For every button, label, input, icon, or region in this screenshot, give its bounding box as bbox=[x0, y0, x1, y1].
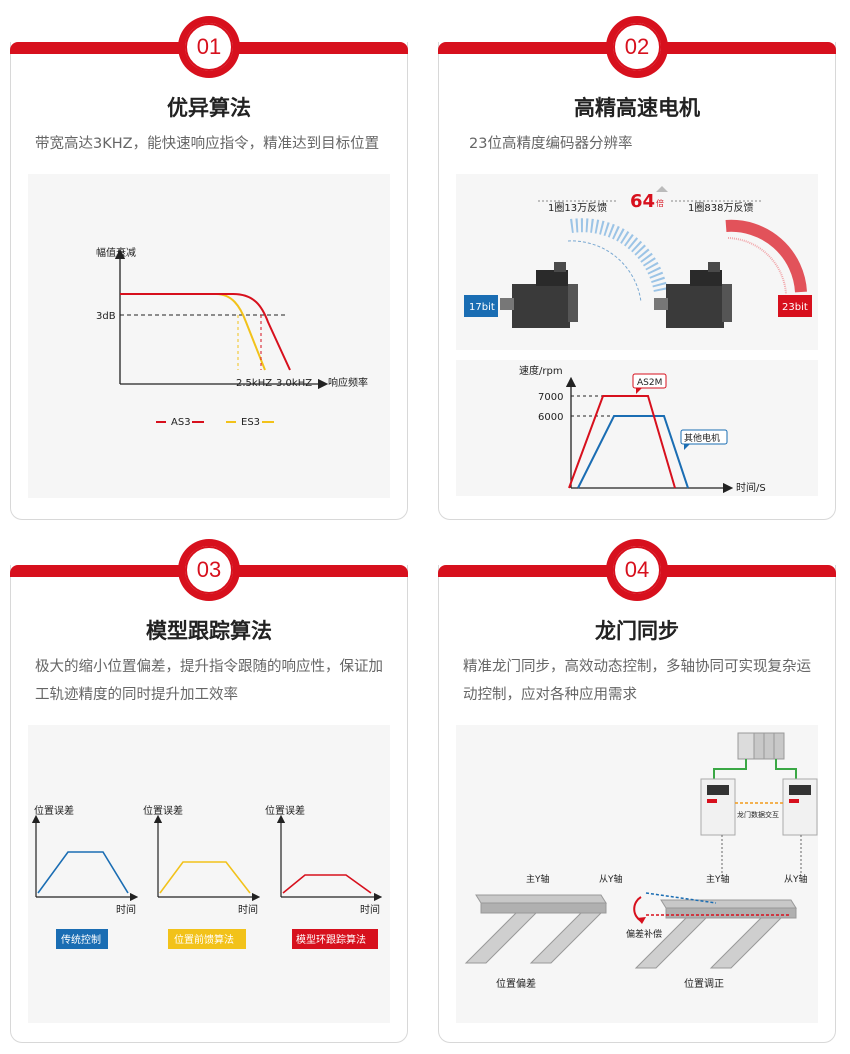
deviation-line-blue bbox=[645, 892, 717, 904]
multiplier-unit: 倍 bbox=[656, 198, 664, 208]
speed-chart: 速度/rpm 时间/S 7000 6000 AS2M 其他电机 bbox=[519, 364, 766, 494]
tracking-charts: 位置误差 时间 传统控制 位置误差 时间 位置前馈算法 位置误差 时间 模型环跟… bbox=[31, 804, 383, 949]
card-title: 高精高速电机 bbox=[574, 96, 700, 120]
gantry-panel: 龙门数据交互 主Y轴 从Y轴 主Y轴 从Y轴 bbox=[456, 725, 818, 1023]
network-cable-left bbox=[713, 759, 747, 779]
tick-2-5k: 2.5kHZ bbox=[236, 378, 272, 389]
legend-as3-label: AS3 bbox=[171, 417, 191, 428]
card-description: 极大的缩小位置偏差，提升指令跟随的响应性，保证加工轨迹精度的同时提升加工效率 bbox=[35, 659, 383, 703]
caption-feedforward: 位置前馈算法 bbox=[174, 933, 234, 946]
23bit-label: 23bit bbox=[782, 302, 808, 313]
chart-a-ylabel: 位置误差 bbox=[34, 804, 74, 817]
multiplier-value: 64 bbox=[630, 191, 655, 212]
card-title: 模型跟踪算法 bbox=[146, 619, 272, 643]
as2m-callout bbox=[632, 373, 667, 389]
card-description: 精准龙门同步，高效动态控制，多轴协同可实现复杂运动控制，应对各种应用需求 bbox=[463, 659, 811, 703]
feature-card-1: 01 优异算法 带宽高达3KHZ，能快速响应指令，精准达到目标位置 幅值衰减 响… bbox=[10, 16, 408, 520]
compensation-label: 偏差补偿 bbox=[626, 928, 662, 940]
y-axis-label: 幅值衰减 bbox=[96, 246, 136, 259]
number-badge: 02 bbox=[606, 16, 668, 78]
card-title: 龙门同步 bbox=[595, 619, 679, 643]
chart-b-curve bbox=[159, 861, 251, 894]
servo-motor-left-icon bbox=[500, 262, 578, 328]
chart-a-xlabel: 时间 bbox=[116, 903, 136, 916]
number-badge: 04 bbox=[606, 539, 668, 601]
chart-b-ylabel: 位置误差 bbox=[143, 804, 183, 817]
chart-b-xlabel: 时间 bbox=[238, 903, 258, 916]
up-arrow-icon bbox=[656, 186, 668, 192]
23bit-badge bbox=[778, 295, 812, 317]
chart-c-xlabel: 时间 bbox=[360, 903, 380, 916]
as2m-curve bbox=[568, 395, 676, 489]
chart-a-curve bbox=[37, 851, 129, 894]
tick-6000: 6000 bbox=[538, 412, 563, 423]
network-cable-right bbox=[775, 759, 797, 779]
tracking-chart-panel: 位置误差 时间 传统控制 位置误差 时间 位置前馈算法 位置误差 时间 模型环跟… bbox=[28, 725, 390, 1023]
bandwidth-chart-panel: 幅值衰减 响应频率 3dB 2.5kHZ 3.0kHZ AS3 ES3 bbox=[28, 174, 390, 498]
servo-motor-right-icon bbox=[654, 262, 732, 328]
number-badge: 03 bbox=[178, 539, 240, 601]
controller-icon bbox=[737, 732, 785, 760]
es3-curve bbox=[120, 293, 266, 371]
as2m-label: AS2M bbox=[637, 378, 662, 388]
red-encoder-arc-inner bbox=[727, 237, 787, 295]
other-motor-label: 其他电机 bbox=[684, 432, 720, 444]
compensation-arrow-icon bbox=[633, 896, 642, 922]
caption-model: 模型环跟踪算法 bbox=[296, 933, 366, 946]
other-motor-curve bbox=[577, 415, 689, 489]
servo-drive-slave-icon bbox=[782, 778, 818, 836]
17bit-badge bbox=[464, 295, 498, 317]
gantry-illustration: 龙门数据交互 主Y轴 从Y轴 主Y轴 从Y轴 bbox=[464, 732, 818, 990]
slave-y-label-right: 从Y轴 bbox=[784, 873, 808, 885]
y-axis-label: 速度/rpm bbox=[519, 364, 563, 377]
feature-card-3: 03 模型跟踪算法 极大的缩小位置偏差，提升指令跟随的响应性，保证加工轨迹精度的… bbox=[10, 539, 408, 1043]
main-y-label-left: 主Y轴 bbox=[526, 873, 550, 885]
right-feedback-label: 1圈838万反馈 bbox=[688, 201, 753, 214]
caption-traditional: 传统控制 bbox=[61, 933, 101, 946]
chart-c-curve bbox=[282, 874, 372, 894]
encoder-illustration: 1圈13万反馈 1圈838万反馈 64 倍 bbox=[464, 186, 812, 328]
red-encoder-arc bbox=[725, 219, 807, 293]
servo-drive-main-icon bbox=[700, 778, 736, 836]
chart-c-ylabel: 位置误差 bbox=[265, 804, 305, 817]
card-description: 23位高精度编码器分辨率 bbox=[469, 136, 633, 152]
gantry-left-icon bbox=[464, 894, 607, 964]
other-motor-callout bbox=[680, 429, 728, 445]
compensation-arrowhead bbox=[637, 917, 646, 924]
x-axis-label: 响应频率 bbox=[328, 376, 368, 389]
slave-y-label-left: 从Y轴 bbox=[599, 873, 623, 885]
tick-7000: 7000 bbox=[538, 392, 563, 403]
left-feedback-label: 1圈13万反馈 bbox=[548, 201, 607, 214]
data-exchange-label: 龙门数据交互 bbox=[737, 810, 779, 819]
speed-chart-panel: 速度/rpm 时间/S 7000 6000 AS2M 其他电机 bbox=[456, 360, 818, 496]
card-description: 带宽高达3KHZ，能快速响应指令，精准达到目标位置 bbox=[35, 136, 380, 152]
other-motor-callout-tail bbox=[684, 444, 690, 450]
caption-traditional-badge bbox=[56, 929, 108, 949]
caption-feedforward-badge bbox=[168, 929, 246, 949]
position-adjust-label: 位置调正 bbox=[684, 977, 724, 990]
17bit-label: 17bit bbox=[469, 302, 495, 313]
main-y-label-right: 主Y轴 bbox=[706, 873, 730, 885]
legend-es3-label: ES3 bbox=[241, 417, 260, 428]
blue-encoder-arc bbox=[570, 218, 668, 294]
bandwidth-chart: 幅值衰减 响应频率 3dB 2.5kHZ 3.0kHZ AS3 ES3 bbox=[96, 246, 368, 428]
badge-number: 03 bbox=[185, 546, 233, 594]
badge-number: 01 bbox=[185, 23, 233, 71]
db-label: 3dB bbox=[96, 311, 116, 322]
number-badge: 01 bbox=[178, 16, 240, 78]
tick-3-0k: 3.0kHZ bbox=[276, 378, 312, 389]
badge-number: 04 bbox=[613, 546, 661, 594]
feature-card-4: 04 龙门同步 精准龙门同步，高效动态控制，多轴协同可实现复杂运动控制，应对各种… bbox=[438, 539, 836, 1043]
card-title: 优异算法 bbox=[167, 96, 251, 120]
x-axis-label: 时间/S bbox=[736, 481, 766, 494]
as2m-callout-tail bbox=[636, 388, 642, 394]
feature-card-2: 02 高精高速电机 23位高精度编码器分辨率 1圈13万反馈 1圈838万反馈 … bbox=[438, 16, 836, 520]
blue-encoder-arc-inner bbox=[567, 240, 642, 303]
badge-number: 02 bbox=[613, 23, 661, 71]
as3-curve bbox=[120, 293, 291, 371]
caption-model-badge bbox=[292, 929, 378, 949]
encoder-panel: 1圈13万反馈 1圈838万反馈 64 倍 bbox=[456, 174, 818, 350]
position-deviation-label: 位置偏差 bbox=[496, 977, 536, 990]
